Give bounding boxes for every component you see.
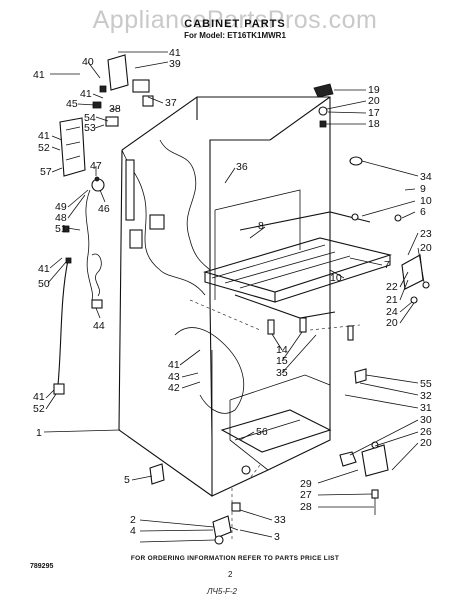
callout-7: 7 [384, 259, 390, 271]
document-number: 789295 [30, 563, 54, 570]
page-number: 2 [228, 570, 233, 579]
roller [149, 463, 165, 485]
callout-41: 41 [80, 88, 92, 100]
callout-10: 10 [420, 195, 432, 207]
callout-44: 44 [93, 320, 105, 332]
handwritten-reference: ЛЧ5-F-2 [207, 587, 237, 596]
callout-55: 55 [420, 378, 432, 390]
callout-53: 53 [84, 122, 96, 134]
leveling-hardware [149, 463, 251, 545]
relay-box [59, 117, 86, 177]
callout-24: 24 [386, 306, 398, 318]
callout-35: 35 [276, 367, 288, 379]
callout-3: 3 [274, 531, 280, 543]
power-cord [53, 189, 103, 395]
callouts: 41 39 41 40 41 37 45 38 54 53 41 52 57 4… [33, 47, 432, 543]
diagram-title: CABINET PARTS [184, 18, 286, 30]
callout-50: 50 [38, 278, 50, 290]
bottom-hinge [361, 444, 389, 477]
callout-49: 49 [55, 201, 67, 213]
callout-34: 34 [420, 171, 432, 183]
callout-42: 42 [168, 382, 180, 394]
callout-40: 40 [82, 56, 94, 68]
hinge-hardware [313, 83, 430, 515]
callout-41: 41 [169, 47, 181, 59]
watermark: AppliancePartsPros.com [92, 6, 378, 34]
cord-clip [53, 383, 65, 395]
freezer-shelf-assembly [203, 211, 393, 341]
callout-23: 23 [420, 228, 432, 240]
leader-lines [43, 51, 425, 543]
shelf-clip-14 [267, 319, 275, 335]
callout-29: 29 [300, 478, 312, 490]
callout-46: 46 [98, 203, 110, 215]
callout-38: 38 [109, 103, 121, 115]
leveling-foot [212, 515, 232, 539]
ordering-note: FOR ORDERING INFORMATION REFER TO PARTS … [130, 555, 340, 562]
callout-45: 45 [66, 98, 78, 110]
callout-10: 10 [330, 272, 342, 284]
callout-19: 19 [368, 84, 380, 96]
side-panel-vent [125, 159, 135, 221]
callout-41: 41 [168, 359, 180, 371]
callout-20: 20 [420, 437, 432, 449]
callout-4: 4 [130, 525, 136, 537]
harness-plug [91, 299, 103, 309]
control-bracket-group [59, 54, 154, 192]
callout-39: 39 [169, 58, 181, 70]
callout-41: 41 [33, 69, 45, 81]
callout-32: 32 [420, 390, 432, 402]
top-hinge [313, 83, 334, 98]
control-bracket [107, 54, 129, 91]
callout-33: 33 [274, 514, 286, 526]
hinge-cover [349, 156, 363, 166]
callout-47: 47 [90, 160, 102, 172]
callout-21: 21 [386, 294, 398, 306]
callout-43: 43 [168, 371, 180, 383]
callout-17: 17 [368, 107, 380, 119]
callout-20: 20 [368, 95, 380, 107]
callout-52: 52 [33, 403, 45, 415]
callout-5: 5 [124, 474, 130, 486]
callout-14: 14 [276, 344, 288, 356]
callout-52: 52 [38, 142, 50, 154]
callout-56: 56 [256, 426, 268, 438]
callout-30: 30 [420, 414, 432, 426]
callout-57: 57 [40, 166, 52, 178]
callout-27: 27 [300, 489, 312, 501]
callout-31: 31 [420, 402, 432, 414]
callout-37: 37 [165, 97, 177, 109]
callout-1: 1 [36, 427, 42, 439]
callout-9: 9 [420, 183, 426, 195]
callout-48: 48 [55, 212, 67, 224]
callout-22: 22 [386, 281, 398, 293]
callout-41: 41 [33, 391, 45, 403]
callout-26: 26 [420, 426, 432, 438]
callout-8: 8 [258, 220, 264, 232]
callout-28: 28 [300, 501, 312, 513]
model-line: For Model: ET16TK1MWR1 [184, 31, 286, 40]
callout-54: 54 [84, 112, 96, 124]
callout-2: 2 [130, 514, 136, 526]
callout-20: 20 [420, 242, 432, 254]
callout-20: 20 [386, 317, 398, 329]
callout-36: 36 [236, 161, 248, 173]
callout-41: 41 [38, 130, 50, 142]
callout-15: 15 [276, 355, 288, 367]
callout-51: 51 [55, 223, 67, 235]
callout-18: 18 [368, 118, 380, 130]
callout-6: 6 [420, 206, 426, 218]
callout-41: 41 [38, 263, 50, 275]
center-hinge [401, 254, 424, 290]
